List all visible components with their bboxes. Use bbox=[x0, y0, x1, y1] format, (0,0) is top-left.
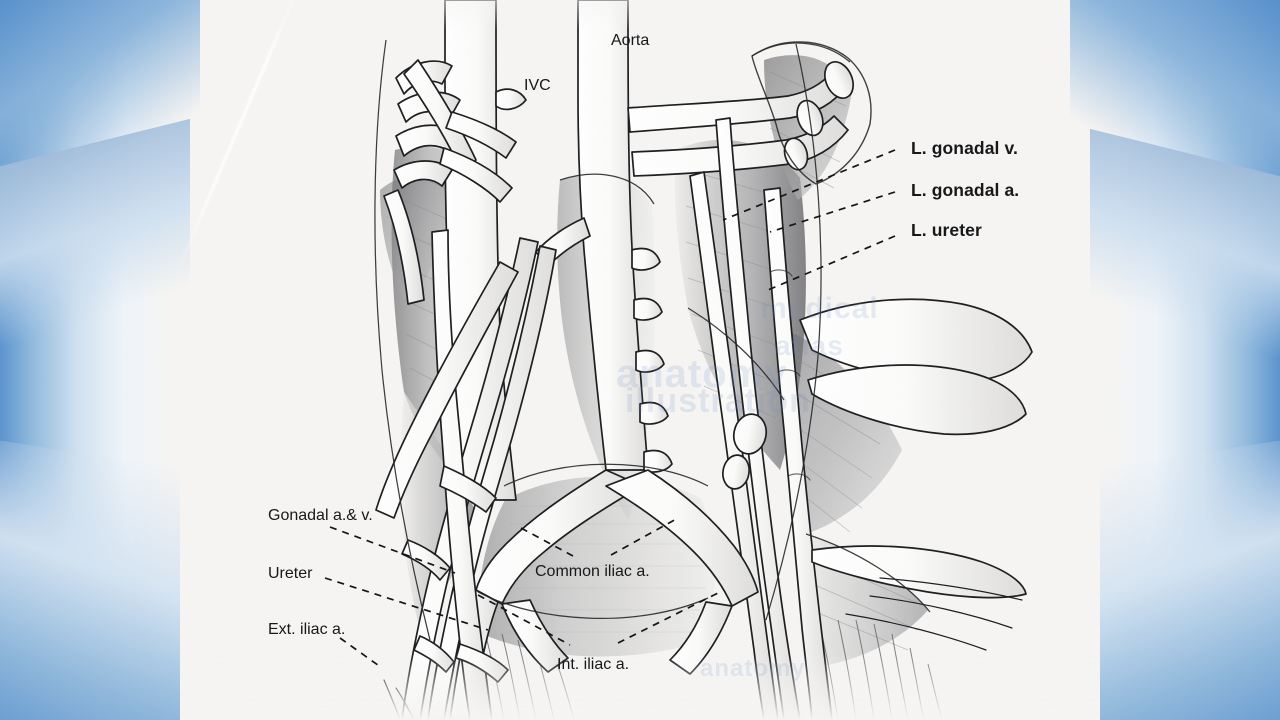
leader-int-iliac-left bbox=[477, 594, 571, 646]
leader-gonadal-av bbox=[329, 526, 456, 574]
label-l-ureter: L. ureter bbox=[911, 220, 982, 240]
leader-ext-iliac-a bbox=[339, 637, 383, 669]
label-ivc: IVC bbox=[524, 77, 551, 94]
label-l-gonadal-a: L. gonadal a. bbox=[911, 180, 1020, 200]
leader-int-iliac-right bbox=[617, 591, 721, 644]
label-aorta: Aorta bbox=[611, 32, 650, 49]
leader-l-ureter bbox=[767, 235, 896, 291]
leader-l-gonadal-v bbox=[722, 149, 896, 221]
label-gonadal-av: Gonadal a.& v. bbox=[268, 507, 373, 524]
leader-ureter bbox=[324, 577, 489, 631]
label-int-iliac-a: Int. iliac a. bbox=[557, 656, 630, 673]
leader-l-gonadal-a bbox=[769, 191, 896, 233]
label-l-gonadal-v: L. gonadal v. bbox=[911, 138, 1018, 158]
leader-lines bbox=[324, 149, 896, 669]
leader-common-iliac-left bbox=[520, 527, 574, 557]
label-common-iliac-a: Common iliac a. bbox=[535, 563, 650, 580]
label-ext-iliac-a: Ext. iliac a. bbox=[268, 621, 346, 638]
label-ureter: Ureter bbox=[268, 565, 313, 582]
